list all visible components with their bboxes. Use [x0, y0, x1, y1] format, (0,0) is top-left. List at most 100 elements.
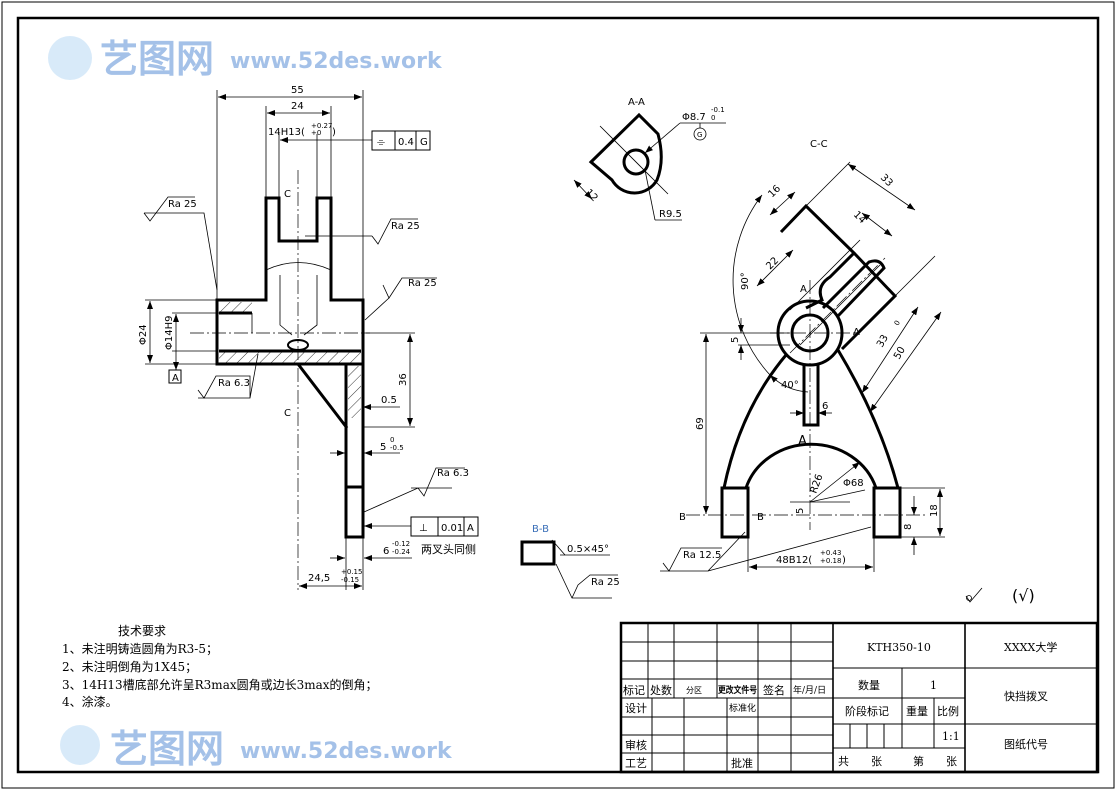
dim-0-5: 0.5: [381, 395, 397, 406]
label-total: 共: [838, 755, 849, 768]
left-view: 55 24 14H13( +0.27 +0 ) ⌯ 0.4 G C C: [138, 85, 479, 590]
angle-40: 40°: [781, 380, 799, 391]
label-design: 设计: [625, 702, 647, 715]
dim-55: 55: [291, 85, 304, 96]
roughness-label: Ra 25: [391, 221, 420, 232]
roughness-ra25-left: Ra 25: [143, 196, 218, 291]
roughness-ra6-3-bore: Ra 6.3: [197, 353, 259, 399]
label-nth: 第: [913, 754, 924, 768]
dim-5b: 5: [795, 508, 806, 514]
dim-dia-14h9: Φ14H9: [164, 316, 175, 350]
rev-header: 标记: [623, 683, 645, 697]
perpendicularity-datum: A: [467, 523, 474, 534]
dim-24-5-tol-upper: +0.15: [341, 568, 362, 576]
dim-6-tol-lower: -0.24: [392, 548, 411, 556]
school: XXXX大学: [1004, 640, 1057, 654]
dim-12: 12: [583, 187, 600, 204]
roughness-label: Ra 25: [591, 577, 620, 588]
label-scale: 比例: [937, 704, 959, 718]
roughness-ra25-slot: Ra 25: [305, 218, 420, 245]
hole-diameter: Φ8.7: [682, 112, 706, 123]
cut-mark-a: A: [800, 284, 807, 295]
symmetry-tolerance-frame: ⌯ 0.4 G: [371, 130, 431, 151]
roughness-label: Ra 12.5: [683, 550, 721, 561]
dim-5-tol-lower: -0.5: [390, 444, 404, 452]
tech-req-item: 3、14H13槽底部允许呈R3max圆角或边长3max的倒角；: [62, 677, 378, 692]
datum-a: A: [172, 373, 179, 384]
drawing-border: [16, 16, 1100, 774]
rev-header: 年/月/日: [793, 684, 826, 696]
label-stage: 阶段标记: [845, 704, 889, 718]
section-bb: B-B 0.5×45° Ra 25: [520, 524, 620, 599]
dim-6: 6: [822, 401, 828, 412]
cut-mark-b: B: [679, 512, 686, 523]
dim-22: 22: [764, 255, 781, 272]
dim-6: 6: [383, 546, 389, 557]
roughness-label: Ra 25: [408, 278, 437, 289]
section-mark-c-top: C: [284, 189, 291, 200]
dim-16: 16: [766, 183, 783, 200]
perpendicularity-value: 0.01: [441, 523, 463, 534]
label-standardize: 标准化: [729, 702, 756, 714]
section-mark-c-bottom: C: [284, 408, 291, 419]
tech-req-item: 1、未注明铸造圆角为R3-5；: [62, 641, 218, 656]
datum-g-circle: [693, 127, 707, 141]
rev-header: 处数: [650, 684, 672, 697]
dim-8: 8: [903, 524, 914, 530]
rev-header: 分区: [686, 686, 702, 695]
dim-14h13-tol-lower: +0: [311, 129, 321, 137]
label-weight: 重量: [906, 704, 928, 718]
perpendicularity-tolerance-frame: ⊥ 0.01 A: [364, 516, 479, 537]
label-quantity: 数量: [858, 679, 880, 692]
symmetry-value: 0.4: [398, 137, 414, 148]
dim-69: 69: [695, 417, 706, 430]
dim-14: 14: [851, 209, 868, 226]
tech-requirements: 技术要求 1、未注明铸造圆角为R3-5； 2、未注明倒角为1X45； 3、14H…: [62, 624, 378, 709]
general-roughness-symbol: (√): [1012, 586, 1035, 605]
perpendicularity-icon: ⊥: [419, 523, 428, 534]
dim-24-5-tol-lower: -0.15: [341, 576, 359, 584]
dim-48b12: 48B12(: [776, 555, 812, 566]
fork-body-outline: [215, 196, 365, 366]
label-sheets: 张: [946, 755, 957, 768]
watermark-url: www.52des.work: [240, 739, 453, 764]
dim-5: 5: [380, 442, 386, 453]
fork-tip: [344, 485, 365, 539]
general-roughness: (√): [965, 586, 1035, 605]
roughness-ra25-flange: Ra 25: [364, 277, 437, 321]
dim-50: 50: [892, 345, 908, 362]
dim-33-1-tol-upper: 0: [893, 319, 902, 327]
dim-24-5: 24,5: [308, 573, 330, 584]
watermark: 艺图网 www.52des.work 艺图网 www.52des.work: [48, 36, 453, 771]
rev-header: 更改文件号: [718, 684, 757, 696]
drawing-code: 图纸代号: [1004, 738, 1048, 751]
material: KTH350-10: [867, 641, 931, 654]
section-aa-title: A-A: [628, 97, 645, 108]
title-block: 标记 处数 分区 更改文件号 签名 年/月/日 设计 标准化 审核 工艺 批准 …: [619, 621, 1099, 774]
dim-14h13: 14H13(: [268, 127, 305, 138]
cut-mark-b: B: [757, 512, 764, 523]
dim-48b12-tol-lower: +0.18: [820, 557, 841, 565]
symmetry-datum: G: [420, 137, 428, 148]
dim-48b12-close: ): [842, 555, 846, 566]
rib: [296, 363, 349, 429]
section-bb-title: B-B: [532, 524, 549, 535]
quantity-value: 1: [930, 679, 937, 692]
note-same-side: 两叉头同侧: [421, 543, 476, 556]
roughness-ra12-5: Ra 12.5: [660, 526, 872, 572]
roughness-label: Ra 6.3: [218, 378, 250, 389]
hole-diameter-tol-lower: 0: [711, 114, 715, 122]
tech-req-title: 技术要求: [118, 624, 166, 638]
angle-90: 90°: [740, 272, 751, 290]
dim-48b12-tol-upper: +0.43: [820, 549, 841, 557]
dim-14h13-close: ): [332, 127, 336, 138]
dim-dia-24: Φ24: [138, 324, 149, 345]
watermark-url: www.52des.work: [230, 49, 443, 74]
watermark-logo: 艺图网: [100, 37, 214, 81]
cut-mark-a: A: [853, 327, 860, 338]
roughness-label: Ra 6.3: [437, 468, 469, 479]
chamfer: 0.5×45°: [567, 544, 609, 555]
section-cc: C-C 33 16 14 22 90° A A 5 33 0: [660, 139, 945, 572]
dim-14h13-tol-upper: +0.27: [311, 122, 332, 130]
